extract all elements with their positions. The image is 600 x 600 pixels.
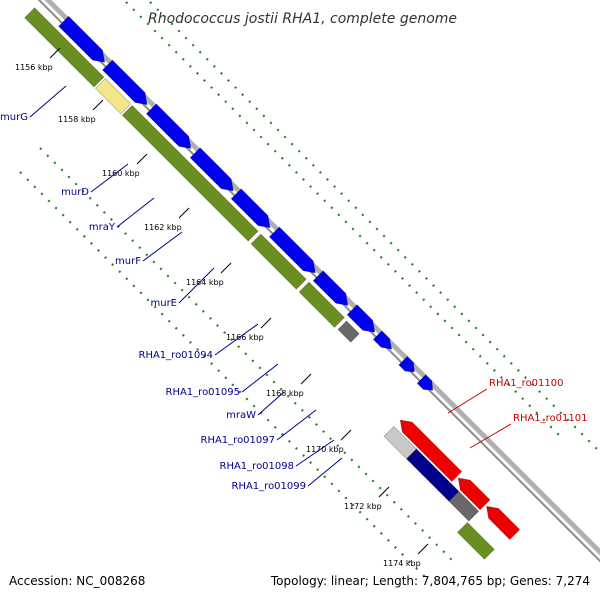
ruler-tick [49, 47, 61, 59]
feature-track [24, 7, 521, 560]
ruler-tick [300, 373, 312, 385]
gene-label: murD [61, 187, 89, 198]
ruler-tick [136, 153, 148, 165]
ruler-tick [260, 317, 272, 329]
ruler-tick-label: 1172 kbp [344, 502, 382, 511]
ruler-tick [378, 486, 390, 498]
cds-forward-arrow [346, 304, 376, 333]
gene-segment [94, 77, 132, 115]
gc-dot-line [149, 1, 600, 453]
gene-label: RHA1_ro01098 [220, 461, 295, 472]
ruler-tick-label: 1170 kbp [306, 445, 344, 454]
ruler-tick [220, 262, 232, 274]
ruler-tick [178, 207, 190, 219]
gene-label: murG [0, 112, 28, 123]
cds-forward-arrow [145, 103, 192, 149]
kbp-ruler: 1156 kbp 1158 kbp 1160 kbp 1162 kbp 1164 kbp… [15, 47, 429, 568]
ruler-tick-label: 1174 kbp [383, 559, 421, 568]
gene-labels: murG murD mraY murF murE RHA1_ro01094RHA1_ro0… [0, 85, 588, 492]
label-leader-line [469, 423, 512, 449]
gene-label: mraW [226, 410, 256, 421]
genome-title: Rhodococcus jostii RHA1, complete genome [148, 11, 457, 27]
gc-dot-line [39, 147, 453, 561]
cds-reverse-arrow [486, 505, 521, 541]
gene-segment [298, 281, 345, 328]
gene-segment [448, 490, 480, 522]
label-leader-line [295, 439, 335, 467]
gc-dot-line [19, 171, 431, 583]
gene-label: RHA1_ro01097 [201, 435, 276, 446]
gene-segment [24, 7, 105, 88]
topology-text: Topology: linear; Length: 7,804,765 bp; … [270, 574, 590, 588]
cds-forward-arrow [416, 374, 434, 391]
gc-dot-line [125, 1, 561, 437]
gene-label: RHA1_ro01101 [513, 413, 588, 424]
cds-reverse-arrow [457, 477, 491, 511]
label-leader-line [276, 409, 317, 441]
ruler-tick-label: 1158 kbp [58, 115, 96, 124]
ruler-tick [340, 429, 352, 441]
gc-content-track [19, 1, 600, 583]
accession-text: Accession: NC_008268 [9, 574, 146, 588]
gene-label: RHA1_ro01100 [489, 378, 564, 389]
gene-label: murF [115, 256, 141, 267]
gene-label: RHA1_ro01095 [166, 387, 241, 398]
gene-label: RHA1_ro01094 [139, 350, 214, 361]
cds-forward-arrow [230, 188, 271, 229]
gene-label: mraY [89, 222, 116, 233]
ruler-tick-label: 1162 kbp [144, 223, 182, 232]
cds-forward-arrow [268, 226, 316, 274]
gene-label: murE [150, 298, 177, 309]
label-leader-line [241, 363, 279, 393]
pseudogene-segment [337, 320, 360, 343]
label-leader-line [142, 231, 183, 262]
label-leader-line [307, 457, 343, 487]
label-leader-line [214, 323, 259, 356]
ruler-tick-label: 1156 kbp [15, 63, 53, 72]
cds-forward-arrow [189, 147, 234, 192]
cds-forward-arrow [372, 330, 393, 350]
label-leader-line [116, 197, 155, 228]
ruler-tick-label: 1160 kbp [102, 169, 140, 178]
ruler-tick-label: 1166 kbp [226, 333, 264, 342]
cds-forward-arrow [58, 15, 106, 63]
cds-forward-arrow [312, 270, 349, 306]
gene-segment [456, 521, 495, 560]
ruler-tick-label: 1168 kbp [266, 389, 304, 398]
ruler-tick-label: 1164 kbp [186, 278, 224, 287]
label-leader-line [29, 85, 67, 118]
label-leader-line [90, 163, 129, 193]
ruler-tick [417, 543, 429, 555]
cds-forward-arrow [398, 355, 415, 373]
cds-reverse-arrow [399, 419, 463, 483]
label-leader-line [447, 388, 488, 414]
gene-segment [250, 233, 307, 290]
label-leader-line [257, 391, 285, 416]
gene-segment [121, 104, 259, 242]
cds-forward-arrow [101, 59, 148, 106]
label-leader-line [178, 267, 215, 304]
ruler-tick [92, 99, 104, 111]
gene-label: RHA1_ro01099 [232, 481, 307, 492]
